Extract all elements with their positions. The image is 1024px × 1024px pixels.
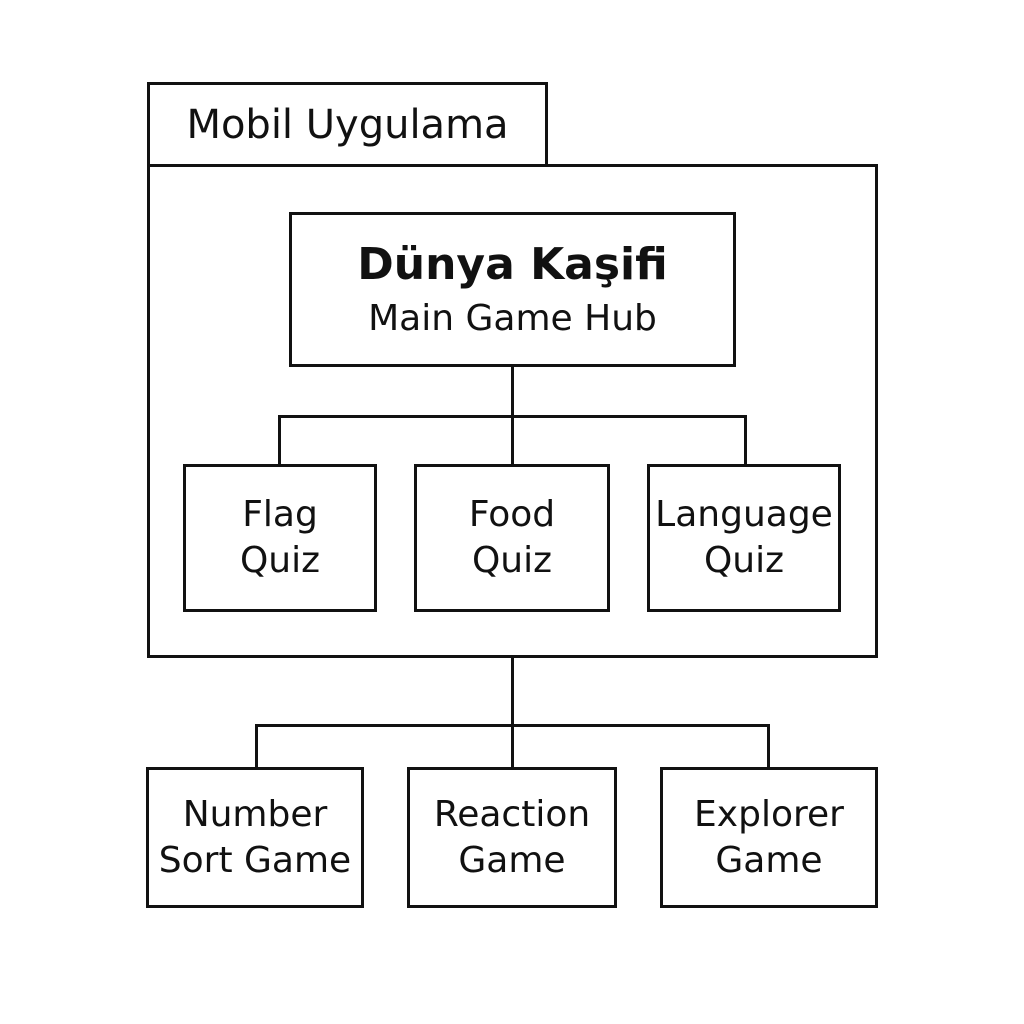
- node-label-line1: Explorer: [694, 793, 844, 835]
- food-quiz-connector: [511, 415, 514, 465]
- node-label-line1: Number: [182, 793, 328, 835]
- reaction-game-connector: [511, 724, 514, 769]
- node-label-line1: Flag: [242, 494, 318, 535]
- hub-title: Dünya Kaşifi: [357, 238, 668, 290]
- node-label-line2: Sort Game: [158, 839, 352, 881]
- number-sort-game-connector: [255, 724, 258, 769]
- container-connector-stem: [511, 656, 514, 727]
- node-label-line2: Quiz: [471, 540, 553, 581]
- explorer-game-node: Explorer Game: [660, 767, 878, 908]
- reaction-game-node: Reaction Game: [407, 767, 617, 908]
- language-quiz-node: Language Quiz: [647, 464, 841, 612]
- container-label-text: Mobil Uygulama: [186, 101, 509, 148]
- explorer-game-connector: [767, 724, 770, 769]
- number-sort-game-node: Number Sort Game: [146, 767, 364, 908]
- main-hub-node: Dünya Kaşifi Main Game Hub: [289, 212, 736, 367]
- node-label-line1: Language: [655, 494, 833, 535]
- food-quiz-node: Food Quiz: [414, 464, 610, 612]
- node-label-line2: Quiz: [703, 540, 785, 581]
- hub-subtitle: Main Game Hub: [368, 297, 657, 339]
- node-label-line1: Food: [468, 494, 556, 535]
- flag-quiz-connector: [278, 415, 281, 465]
- container-label: Mobil Uygulama: [147, 82, 548, 167]
- node-label-line2: Quiz: [239, 540, 321, 581]
- language-quiz-connector: [744, 415, 747, 465]
- flag-quiz-node: Flag Quiz: [183, 464, 377, 612]
- node-label-line2: Game: [715, 839, 823, 881]
- node-label-line2: Game: [458, 839, 566, 881]
- hub-connector-stem: [511, 366, 514, 418]
- node-label-line1: Reaction: [433, 793, 591, 835]
